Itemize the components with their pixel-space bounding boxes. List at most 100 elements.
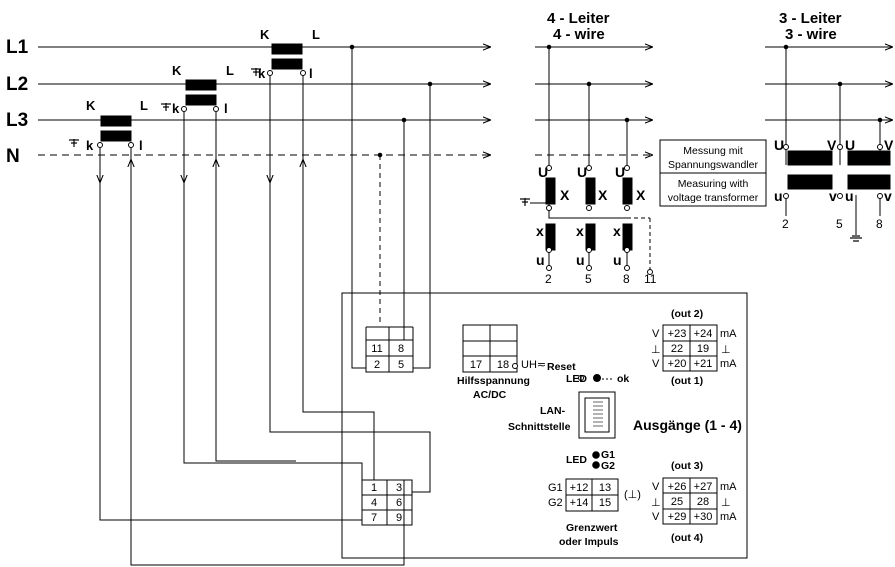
measurement-box-line4: voltage transformer — [668, 192, 759, 204]
limit-label-1: Grenzwert — [566, 522, 618, 534]
three-wire-v-lower-right: v — [884, 188, 892, 204]
out3-label: (out 3) — [671, 460, 703, 472]
terminal-7: 7 — [371, 512, 377, 524]
terminal-18: 18 — [497, 359, 509, 371]
three-wire-u-lower-left: u — [774, 188, 783, 204]
lan-port — [578, 391, 616, 439]
label-l1: L1 — [6, 37, 29, 58]
ct1-k-upper: K — [260, 27, 270, 42]
ct2-l-lower: l — [224, 101, 228, 116]
measurement-box-line2: Spannungswandler — [668, 159, 758, 171]
three-wire-u-upper-left: U — [774, 137, 784, 153]
lan-label-2: Schnittstelle — [508, 421, 571, 433]
terminal-23: +23 — [668, 328, 687, 340]
terminal-20: +20 — [668, 358, 687, 370]
ct3-l-lower: l — [139, 138, 143, 153]
out2-label: (out 2) — [671, 308, 703, 320]
terminal-25: 25 — [671, 496, 683, 508]
led-g1-label: G1 — [601, 449, 615, 461]
three-wire-title-en: 3 - wire — [785, 26, 837, 43]
measurement-box-line3: Measuring with — [678, 178, 749, 190]
ct3-l-upper: L — [140, 98, 148, 113]
terminal-1: 1 — [371, 482, 377, 494]
limit-g1-label: G1 — [548, 482, 563, 494]
vt2-x-lower: x — [576, 223, 584, 239]
three-wire-v-upper-right: V — [884, 137, 894, 153]
out-top-ground-left: ⊥ — [651, 344, 661, 356]
vt3-u-lower: u — [613, 252, 622, 268]
out4-label: (out 4) — [671, 532, 703, 544]
out-top-ground-right: ⊥ — [721, 344, 731, 356]
out1-v-marker: V — [652, 358, 660, 370]
led-g-label: LED — [566, 454, 587, 466]
vt3-x-lower: x — [613, 223, 621, 239]
three-wire-u-upper-mid: U — [845, 137, 855, 153]
out2-ma-marker: mA — [720, 328, 737, 340]
terminal-4: 4 — [371, 497, 377, 509]
vt2-x-upper: X — [598, 187, 608, 203]
ct1-l-lower: l — [309, 66, 313, 81]
out-bottom-ground-right: ⊥ — [721, 497, 731, 509]
terminal-14: +14 — [570, 497, 589, 509]
terminal-13: 13 — [599, 482, 611, 494]
label-l3: L3 — [6, 110, 28, 131]
ct3-k-upper: K — [86, 98, 96, 113]
ct3-k-lower: k — [86, 138, 94, 153]
outputs-title: Ausgänge (1 - 4) — [633, 417, 742, 433]
label-n: N — [6, 146, 20, 167]
limit-g2-label: G2 — [548, 497, 563, 509]
out4-ma-marker: mA — [720, 511, 737, 523]
four-wire-terminal-5: 5 — [585, 272, 592, 286]
terminal-19: 19 — [697, 343, 709, 355]
three-wire-terminal-8: 8 — [876, 217, 883, 231]
three-wire-u-lower-mid: u — [845, 188, 854, 204]
three-wire-v-upper-mid: V — [827, 137, 837, 153]
vt2-u-lower: u — [576, 252, 585, 268]
terminal-6: 6 — [396, 497, 402, 509]
measurement-box-line1: Messung mit — [683, 145, 743, 157]
vt3-x-upper: X — [636, 187, 646, 203]
three-wire-v-lower-mid: v — [829, 188, 837, 204]
ct2-k-upper: K — [172, 63, 182, 78]
device-enclosure — [341, 292, 748, 559]
lan-label-1: LAN- — [540, 405, 566, 417]
ct1-l-upper: L — [312, 27, 320, 42]
label-l2: L2 — [6, 74, 28, 95]
ct2-l-upper: L — [226, 63, 234, 78]
out-bottom-ground-left: ⊥ — [651, 497, 661, 509]
four-wire-terminal-11: 11 — [644, 272, 657, 286]
led-g2-label: G2 — [601, 460, 615, 472]
terminal-22: 22 — [671, 343, 683, 355]
aux-voltage-type: AC/DC — [473, 389, 507, 401]
vt1-u-lower: u — [536, 252, 545, 268]
out3-ma-marker: mA — [720, 481, 737, 493]
led-ok-text: ok — [617, 373, 629, 385]
out4-v-marker: V — [652, 511, 660, 523]
out3-v-marker: V — [652, 481, 660, 493]
vt3-u-upper: U — [615, 164, 625, 180]
terminal-3: 3 — [396, 482, 402, 494]
three-wire-terminal-2: 2 — [782, 217, 789, 231]
terminal-8: 8 — [398, 343, 404, 355]
terminal-11: 11 — [371, 343, 382, 355]
three-wire-terminal-5: 5 — [836, 217, 843, 231]
ct2-k-lower: k — [172, 101, 180, 116]
terminal-12: +12 — [570, 482, 589, 494]
terminal-17: 17 — [470, 359, 482, 371]
limit-label-2: oder Impuls — [559, 536, 619, 548]
terminal-29: +29 — [668, 511, 687, 523]
terminal-24: +24 — [694, 328, 713, 340]
out1-ma-marker: mA — [720, 358, 737, 370]
vt1-x-lower: x — [536, 223, 544, 239]
terminal-21: +21 — [694, 358, 713, 370]
vt2-u-upper: U — [577, 164, 587, 180]
aux-voltage-label: Hilfsspannung — [457, 375, 530, 387]
four-wire-title-de: 4 - Leiter — [547, 10, 610, 27]
terminal-5: 5 — [398, 359, 404, 371]
led-ok-label: LED — [566, 373, 587, 385]
terminal-2: 2 — [374, 359, 380, 371]
reset-label: Reset — [547, 361, 576, 373]
out2-v-marker: V — [652, 328, 660, 340]
four-wire-terminal-2: 2 — [545, 272, 552, 286]
limit-ground-symbol: (⊥) — [624, 489, 641, 501]
